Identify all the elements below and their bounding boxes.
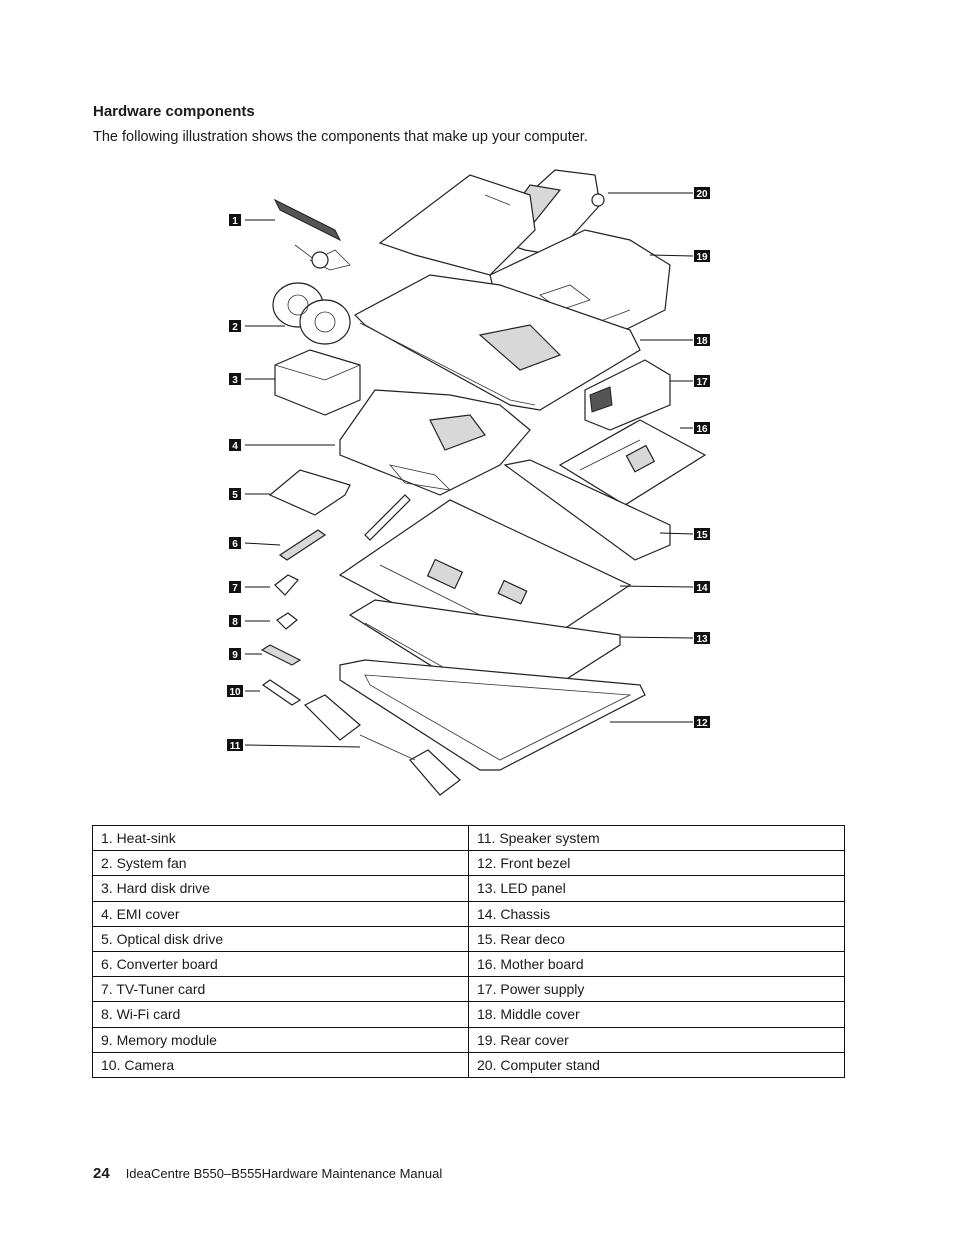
table-cell: 17. Power supply — [468, 976, 845, 1003]
speaker-system-part — [303, 694, 461, 796]
svg-text:3: 3 — [232, 375, 238, 386]
callout-2: 2 — [229, 320, 241, 333]
intro-text: The following illustration shows the com… — [93, 129, 588, 145]
table-cell: 20. Computer stand — [468, 1051, 845, 1078]
callout-8: 8 — [229, 615, 241, 628]
callout-20: 20 — [694, 187, 710, 200]
table-cell: 11. Speaker system — [468, 824, 845, 852]
manual-title: IdeaCentre B550–B555Hardware Maintenance… — [125, 1166, 443, 1181]
svg-text:7: 7 — [232, 583, 238, 594]
heat-sink-part — [273, 198, 351, 271]
callout-3: 3 — [229, 373, 241, 386]
section-heading: Hardware components — [93, 103, 255, 120]
page-footer: 24 IdeaCentre B550–B555Hardware Maintenan… — [93, 1165, 442, 1182]
callout-9: 9 — [229, 648, 241, 661]
page-number: 24 — [93, 1165, 110, 1182]
leader-lines — [244, 192, 694, 748]
callout-6: 6 — [229, 537, 241, 550]
svg-text:10: 10 — [229, 687, 241, 698]
svg-text:9: 9 — [232, 650, 238, 661]
table-cell: 14. Chassis — [468, 900, 845, 927]
table-cell: 15. Rear deco — [468, 925, 845, 952]
table-cell: 10. Camera — [92, 1051, 469, 1078]
svg-text:12: 12 — [696, 718, 708, 729]
table-cell: 2. System fan — [92, 850, 469, 877]
chassis-part — [338, 499, 632, 666]
table-cell: 12. Front bezel — [468, 850, 845, 877]
table-cell: 6. Converter board — [92, 950, 469, 978]
wifi-card-part — [276, 612, 298, 630]
svg-text:13: 13 — [696, 634, 708, 645]
svg-text:17: 17 — [696, 377, 708, 388]
svg-text:18: 18 — [696, 336, 708, 347]
table-cell: 8. Wi-Fi card — [92, 1001, 469, 1028]
power-supply-part — [584, 359, 671, 431]
rear-housing-part — [378, 174, 536, 276]
hard-disk-drive-part — [274, 349, 361, 416]
table-cell: 3. Hard disk drive — [92, 875, 469, 902]
converter-board-part — [278, 529, 327, 561]
svg-text:5: 5 — [232, 490, 238, 501]
memory-module-part — [260, 644, 302, 666]
svg-text:14: 14 — [696, 583, 708, 594]
callout-10: 10 — [227, 685, 243, 698]
callout-7: 7 — [229, 581, 241, 594]
callout-1: 1 — [229, 214, 241, 227]
table-cell: 7. TV-Tuner card — [92, 976, 469, 1003]
svg-text:19: 19 — [696, 252, 708, 263]
mother-board-part — [558, 419, 707, 506]
table-cell: 1. Heat-sink — [92, 824, 469, 852]
callout-5: 5 — [229, 488, 241, 501]
table-cell: 18. Middle cover — [468, 1001, 845, 1028]
table-cell: 19. Rear cover — [468, 1026, 845, 1053]
svg-text:4: 4 — [232, 441, 238, 452]
callout-19: 19 — [694, 250, 710, 263]
rear-deco-part — [503, 459, 671, 561]
svg-text:1: 1 — [232, 216, 238, 227]
exploded-view-illustration: 1 2 3 4 5 6 7 8 9 10 11 12 13 14 15 16 1… — [200, 165, 740, 810]
svg-text:8: 8 — [232, 617, 238, 628]
table-cell: 16. Mother board — [468, 950, 845, 978]
table-cell: 9. Memory module — [92, 1026, 469, 1053]
emi-cover-part — [339, 389, 531, 496]
svg-text:16: 16 — [696, 424, 708, 435]
callout-17: 17 — [694, 375, 710, 388]
svg-text:6: 6 — [232, 539, 238, 550]
callout-12: 12 — [694, 716, 710, 729]
callout-13: 13 — [694, 632, 710, 645]
tv-tuner-card-part — [274, 574, 299, 596]
table-cell: 13. LED panel — [468, 875, 845, 902]
svg-text:20: 20 — [696, 189, 708, 200]
table-cell: 4. EMI cover — [92, 900, 469, 927]
callout-4: 4 — [229, 439, 241, 452]
callout-16: 16 — [694, 422, 710, 435]
camera-part — [261, 679, 302, 706]
callout-18: 18 — [694, 334, 710, 347]
optical-disk-drive-part — [268, 469, 351, 516]
table-cell: 5. Optical disk drive — [92, 925, 469, 952]
callout-14: 14 — [694, 581, 710, 594]
svg-text:2: 2 — [232, 322, 238, 333]
callout-11: 11 — [227, 739, 243, 752]
converter-board-strip — [364, 494, 411, 541]
front-bezel-part — [339, 659, 646, 771]
system-fan-part — [272, 282, 351, 345]
middle-cover-part — [354, 274, 641, 411]
svg-text:15: 15 — [696, 530, 708, 541]
callout-15: 15 — [694, 528, 710, 541]
svg-text:11: 11 — [230, 741, 241, 752]
